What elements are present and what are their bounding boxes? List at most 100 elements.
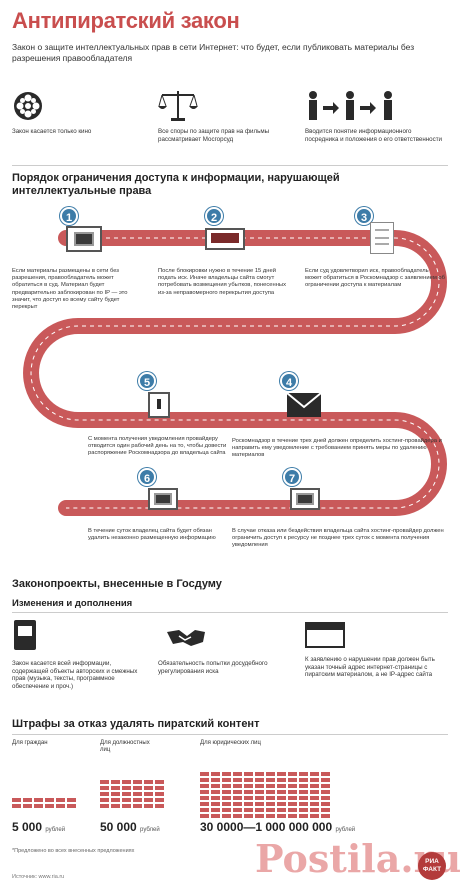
fines-title: Штрафы за отказ удалять пиратский контен…	[12, 718, 260, 730]
coin	[266, 808, 275, 812]
coin	[122, 804, 131, 808]
coin	[255, 772, 264, 776]
step-4-text: Роскомнадзор в течение трех дней должен …	[232, 438, 442, 459]
coin	[133, 786, 142, 790]
coin	[288, 784, 297, 788]
coin	[266, 814, 275, 818]
coin	[299, 802, 308, 806]
coin	[321, 772, 330, 776]
coin	[45, 798, 54, 802]
coin	[299, 808, 308, 812]
coin	[266, 802, 275, 806]
coin	[255, 778, 264, 782]
coin	[111, 780, 120, 784]
coin	[244, 796, 253, 800]
coin	[266, 790, 275, 794]
coin	[100, 798, 109, 802]
intro-text-3: Вводится понятие информационного посредн…	[305, 128, 443, 143]
coin	[299, 778, 308, 782]
coin	[155, 780, 164, 784]
fines-coins-3	[200, 760, 340, 820]
coin	[244, 808, 253, 812]
handshake-icon	[165, 626, 207, 650]
coin	[144, 786, 153, 790]
coin	[310, 772, 319, 776]
coin	[310, 808, 319, 812]
coin	[288, 814, 297, 818]
coin	[255, 808, 264, 812]
coin	[288, 778, 297, 782]
coin	[155, 792, 164, 796]
coin	[122, 780, 131, 784]
coin	[277, 802, 286, 806]
coin	[122, 798, 131, 802]
coin	[255, 796, 264, 800]
notice-icon	[148, 392, 170, 418]
coin	[144, 798, 153, 802]
coin	[255, 784, 264, 788]
coin	[12, 798, 21, 802]
coin	[266, 778, 275, 782]
coin	[244, 802, 253, 806]
coin	[222, 796, 231, 800]
coin	[310, 802, 319, 806]
coin	[211, 772, 220, 776]
coin	[310, 796, 319, 800]
ria-badge: РИА ФАКТ	[418, 852, 446, 880]
coin	[277, 790, 286, 794]
monitor-icon	[148, 488, 178, 510]
coin	[100, 792, 109, 796]
fines-amount-value: 5 000	[12, 820, 43, 834]
coin	[100, 786, 109, 790]
coin	[299, 784, 308, 788]
coin	[244, 790, 253, 794]
coin	[200, 808, 209, 812]
fines-coins-1	[12, 760, 82, 810]
bills-subtitle: Изменения и дополнения	[12, 598, 133, 609]
coin	[144, 792, 153, 796]
coin	[288, 808, 297, 812]
coin	[211, 808, 220, 812]
step-2-number: 2	[205, 207, 223, 225]
coin	[222, 814, 231, 818]
coin	[211, 796, 220, 800]
fines-amount-3: 30 0000—1 000 000 000 рублей	[200, 820, 355, 834]
coin	[133, 804, 142, 808]
coin	[211, 784, 220, 788]
process-road	[23, 230, 447, 516]
monitor-screen	[74, 232, 94, 246]
coin	[144, 804, 153, 808]
coin	[310, 790, 319, 794]
browser-icon	[305, 622, 345, 648]
coin	[211, 802, 220, 806]
step-5-text: С момента получения уведомления провайде…	[88, 436, 227, 457]
coin	[222, 784, 231, 788]
coin	[244, 784, 253, 788]
document-window	[18, 626, 32, 636]
coin	[244, 772, 253, 776]
coin	[277, 778, 286, 782]
coin	[233, 784, 242, 788]
coin	[222, 802, 231, 806]
coin	[100, 804, 109, 808]
monitor-icon	[290, 488, 320, 510]
coin	[233, 796, 242, 800]
fines-amount-2: 50 000 рублей	[100, 820, 160, 834]
bills-text-1: Закон касается всей информации, содержащ…	[12, 660, 138, 690]
coin	[100, 780, 109, 784]
coin	[122, 786, 131, 790]
coin	[321, 808, 330, 812]
coin	[222, 808, 231, 812]
coin	[200, 814, 209, 818]
wallet-icon	[205, 228, 245, 250]
coin	[200, 802, 209, 806]
fines-note: *Предложено во всех внесенных предложени…	[12, 848, 135, 854]
coin	[67, 804, 76, 808]
step-2-text: После блокировки нужно в течение 15 дней…	[158, 268, 286, 296]
coin	[299, 814, 308, 818]
intro-text-1: Закон касается только кино	[12, 128, 92, 135]
coin	[222, 790, 231, 794]
coin	[211, 790, 220, 794]
step-1-text: Если материалы размещены в сети без разр…	[12, 268, 128, 311]
coin	[56, 798, 65, 802]
